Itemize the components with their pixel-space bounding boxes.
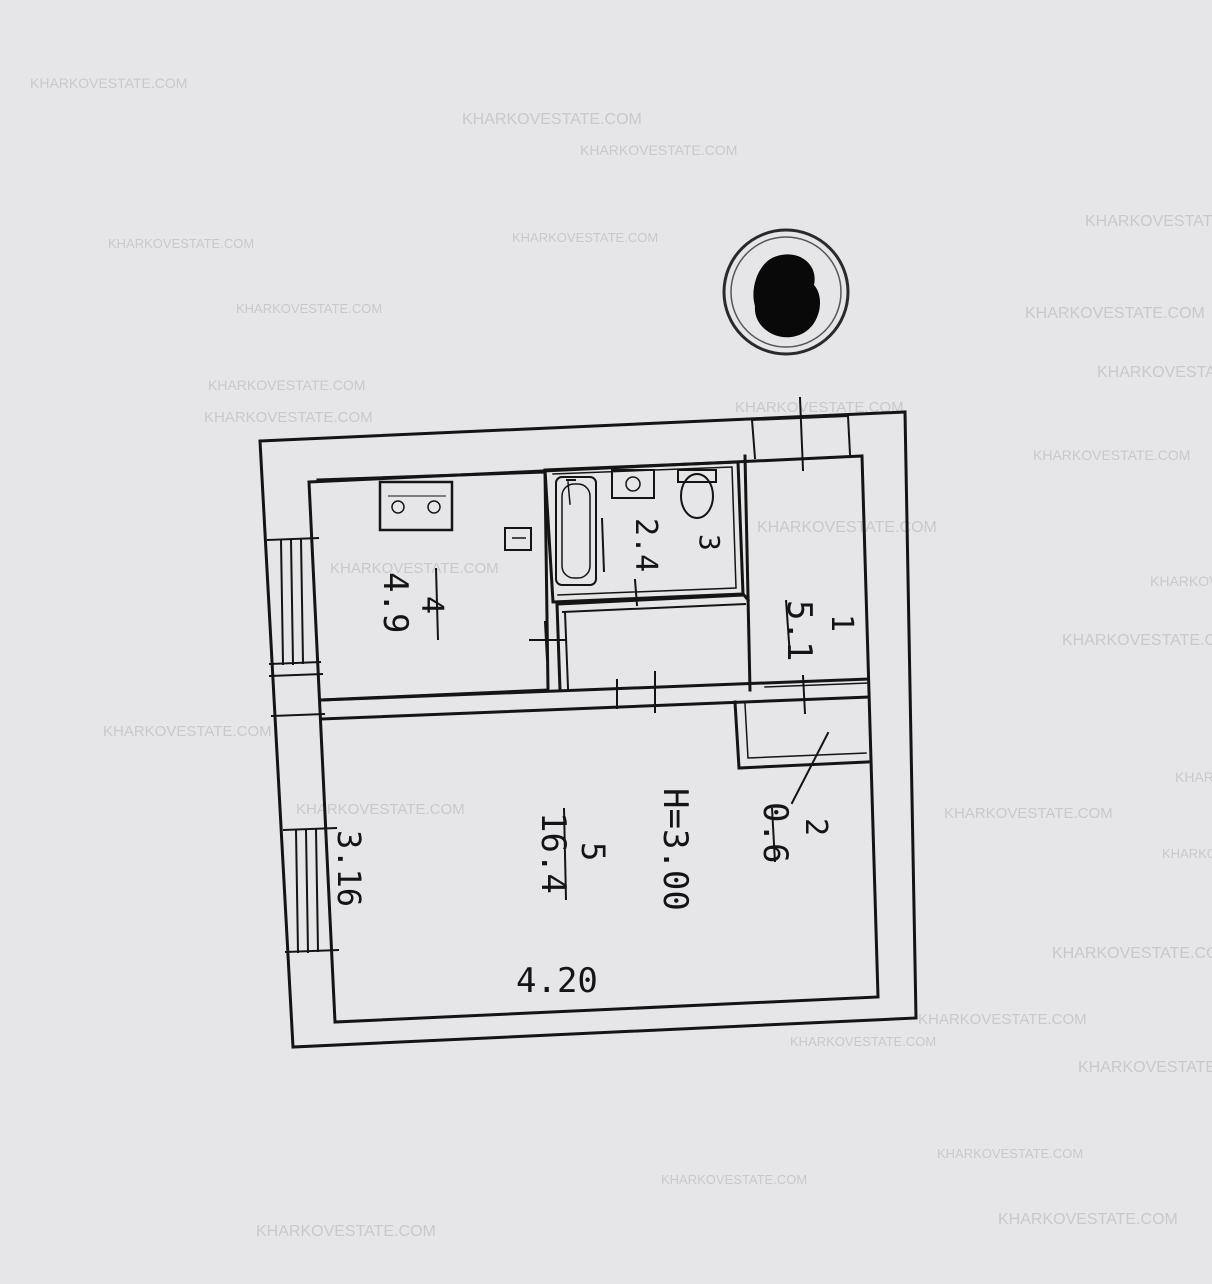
watermark: KHARKOVESTATE.COM bbox=[512, 230, 658, 245]
watermark: KHARKOVESTATE.COM bbox=[1078, 1059, 1212, 1076]
watermark: KHARKOVESTATE.COM bbox=[330, 560, 499, 577]
watermark: KHARKOVESTATE.COM bbox=[1062, 632, 1212, 649]
room-2-number: 2 bbox=[798, 818, 833, 836]
watermark: KHARKOVESTATE.COM bbox=[256, 1223, 436, 1240]
room-4-area: 4.9 bbox=[375, 572, 415, 633]
watermark: KHARKOVESTATE.COM bbox=[236, 301, 382, 316]
watermark: KHARKOVESTATE.COM bbox=[1033, 447, 1190, 463]
dimension-width: 4.20 bbox=[516, 961, 598, 1001]
area-underlines bbox=[435, 517, 791, 901]
watermark: KHARKOVESTATE.COM bbox=[937, 1146, 1083, 1161]
toilet-icon bbox=[677, 469, 717, 519]
room-1-area: 5.1 bbox=[779, 600, 819, 661]
watermark: KHARKOVESTATE.COM bbox=[1175, 769, 1212, 785]
hole-punch-mark bbox=[722, 228, 850, 356]
watermark: KHARKOVESTATE.COM bbox=[944, 805, 1113, 822]
watermark: KHARKOVESTATE.COM bbox=[1085, 213, 1212, 230]
watermark: KHARKOVESTATE.COM bbox=[103, 723, 272, 740]
ceiling-height: H=3.00 bbox=[655, 788, 695, 911]
washbasin-icon bbox=[611, 469, 655, 499]
room-5-number: 5 bbox=[574, 842, 612, 861]
watermark: KHARKOVESTATE.COM bbox=[296, 801, 465, 818]
room-labels: 1 5.1 3 2.4 4 4.9 2 0.6 H=3.00 5 16.4 3.… bbox=[330, 518, 859, 1001]
watermark: KHARKOVESTATE.COM bbox=[998, 1211, 1178, 1228]
watermark: KHARKOVESTATE.COM bbox=[30, 75, 187, 91]
room-3-area: 2.4 bbox=[628, 518, 663, 572]
watermark: KHARKOVESTATE.COM bbox=[735, 399, 904, 416]
watermark: KHARKOVESTATE.COM bbox=[1162, 846, 1212, 861]
watermark: KHARKOVESTATE.COM bbox=[1052, 945, 1212, 962]
bathtub-icon bbox=[555, 476, 597, 586]
watermark: KHARKOVESTATE.COM bbox=[661, 1172, 807, 1187]
watermark: KHARKOVESTATE.COM bbox=[757, 519, 937, 536]
dimension-depth: 3.16 bbox=[330, 830, 368, 907]
watermark-layer: KHARKOVESTATE.COM KHARKOVESTATE.COM KHAR… bbox=[30, 75, 1212, 1240]
stove-icon bbox=[378, 480, 454, 532]
floor-plan-walls bbox=[258, 396, 918, 1049]
watermark: KHARKOVESTATE.COM bbox=[1150, 573, 1212, 589]
window-bottom bbox=[282, 826, 340, 954]
watermark: KHARKOVESTATE.COM bbox=[1097, 364, 1212, 381]
sink-icon bbox=[504, 527, 532, 551]
watermark: KHARKOVESTATE.COM bbox=[790, 1034, 936, 1049]
window-top bbox=[266, 536, 322, 666]
room-3-number: 3 bbox=[693, 534, 726, 551]
room-5-area: 16.4 bbox=[533, 812, 573, 894]
inner-wall-outline bbox=[307, 454, 880, 1024]
room-1-number: 1 bbox=[824, 614, 859, 632]
watermark: KHARKOVESTATE.COM bbox=[580, 142, 737, 158]
watermark: KHARKOVESTATE.COM bbox=[462, 111, 642, 128]
outer-wall-outline bbox=[258, 410, 918, 1049]
room-4-number: 4 bbox=[414, 596, 449, 614]
watermark: KHARKOVESTATE.COM bbox=[108, 236, 254, 251]
watermark: KHARKOVESTATE.COM bbox=[204, 409, 373, 426]
watermark: KHARKOVESTATE.COM bbox=[1025, 305, 1205, 322]
fixtures bbox=[378, 469, 717, 586]
watermark: KHARKOVESTATE.COM bbox=[918, 1011, 1087, 1028]
watermark: KHARKOVESTATE.COM bbox=[208, 377, 365, 393]
